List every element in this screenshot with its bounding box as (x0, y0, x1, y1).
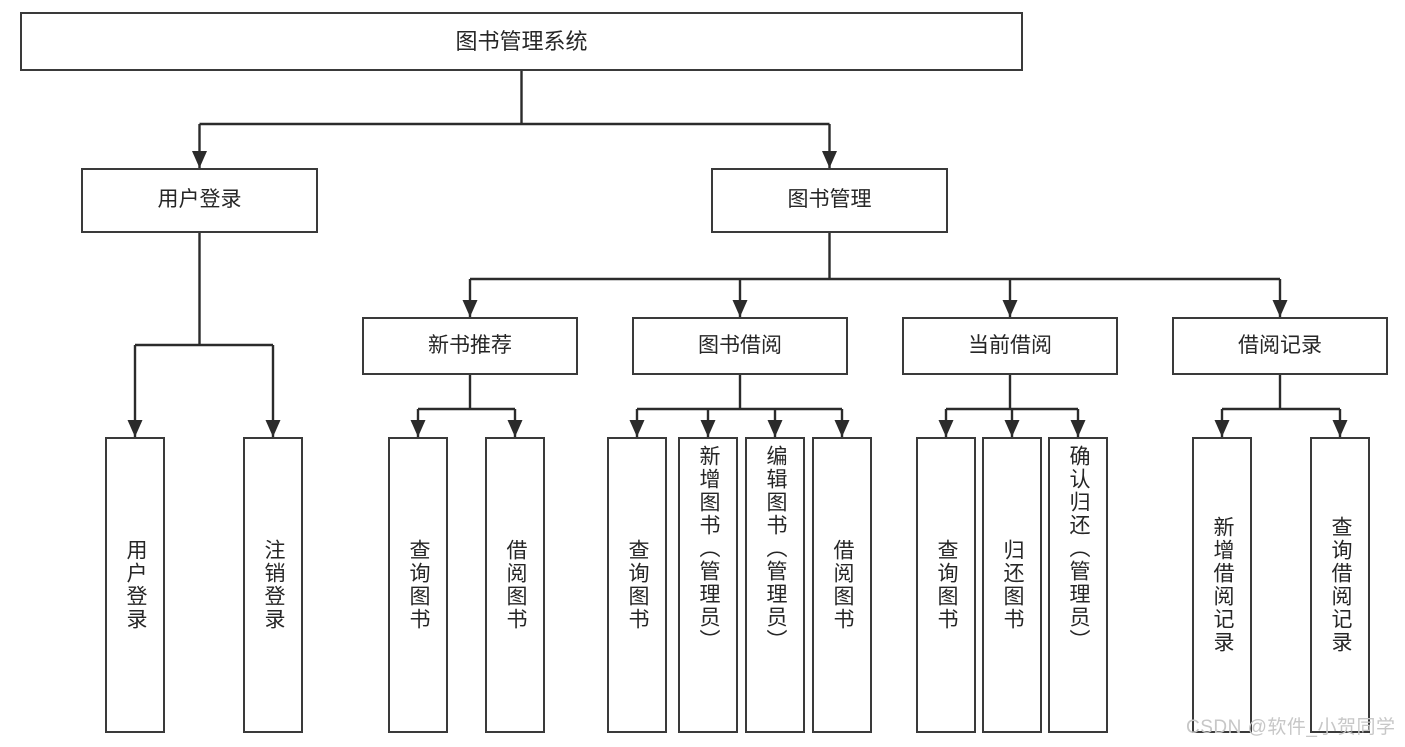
node-label: 新增图书（管理员） (697, 445, 721, 652)
leaf-logout[interactable]: 注销登录 (243, 437, 303, 733)
node-label: 编辑图书（管理员） (764, 445, 788, 652)
leaf-borrow-book-2[interactable]: 借阅图书 (812, 437, 872, 733)
leaf-query-book-3[interactable]: 查询图书 (916, 437, 976, 733)
leaf-query-book-1[interactable]: 查询图书 (388, 437, 448, 733)
node-label: 用户登录 (157, 188, 242, 212)
node-label: 查询图书 (935, 539, 959, 631)
node-book-management-system[interactable]: 图书管理系统 (20, 12, 1023, 71)
node-label: 借阅图书 (831, 539, 855, 631)
node-label: 查询图书 (407, 539, 431, 631)
leaf-return-book[interactable]: 归还图书 (982, 437, 1042, 733)
node-label: 新增借阅记录 (1211, 516, 1235, 654)
node-label: 用户登录 (124, 539, 148, 631)
leaf-user-login[interactable]: 用户登录 (105, 437, 165, 733)
node-book-management[interactable]: 图书管理 (711, 168, 948, 233)
node-new-book-recommendation[interactable]: 新书推荐 (362, 317, 578, 375)
node-label: 借阅记录 (1238, 333, 1322, 357)
leaf-add-borrow-record[interactable]: 新增借阅记录 (1192, 437, 1252, 733)
node-label: 确认归还（管理员） (1067, 445, 1091, 652)
leaf-edit-book-admin[interactable]: 编辑图书（管理员） (745, 437, 805, 733)
leaf-add-book-admin[interactable]: 新增图书（管理员） (678, 437, 738, 733)
node-label: 借阅图书 (504, 539, 528, 631)
node-current-borrow[interactable]: 当前借阅 (902, 317, 1118, 375)
leaf-confirm-return-admin[interactable]: 确认归还（管理员） (1048, 437, 1108, 733)
node-label: 查询图书 (626, 539, 650, 631)
node-label: 图书管理系统 (455, 28, 588, 54)
node-borrow-record[interactable]: 借阅记录 (1172, 317, 1388, 375)
node-label: 查询借阅记录 (1329, 516, 1353, 654)
node-book-borrow[interactable]: 图书借阅 (632, 317, 848, 375)
csdn-watermark: CSDN @软件_小贺同学 (1186, 717, 1396, 738)
leaf-query-book-2[interactable]: 查询图书 (607, 437, 667, 733)
leaf-borrow-book-1[interactable]: 借阅图书 (485, 437, 545, 733)
node-label: 当前借阅 (968, 333, 1052, 357)
node-label: 图书借阅 (698, 333, 782, 357)
node-label: 图书管理 (787, 188, 872, 212)
node-label: 新书推荐 (428, 333, 512, 357)
node-label: 归还图书 (1001, 539, 1025, 631)
leaf-query-borrow-record[interactable]: 查询借阅记录 (1310, 437, 1370, 733)
node-label: 注销登录 (262, 539, 286, 631)
node-user-login[interactable]: 用户登录 (81, 168, 318, 233)
